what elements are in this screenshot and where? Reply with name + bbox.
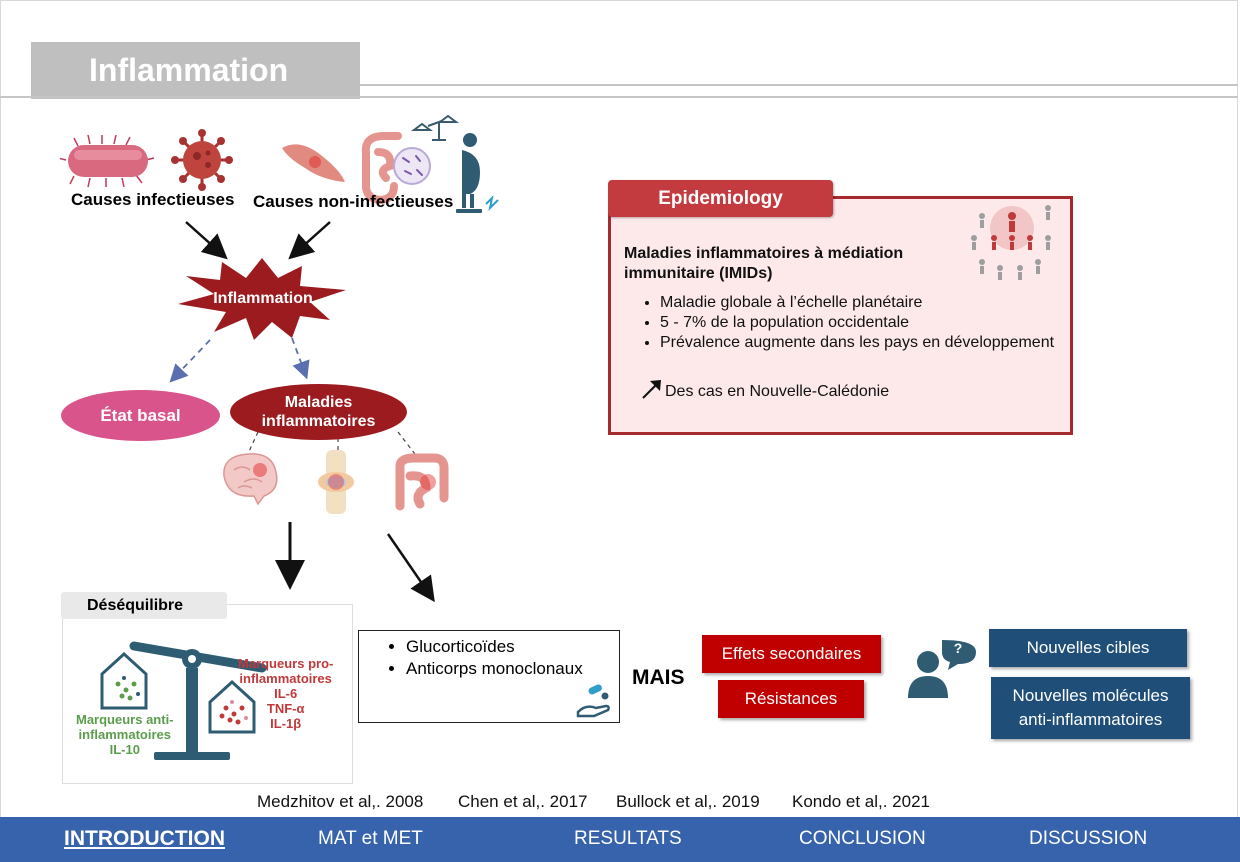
epidemiology-heading-line1: Maladies inflammatoires à médiation xyxy=(624,245,904,262)
flow-arrows xyxy=(169,221,435,603)
anti-title-line1: Marqueurs anti- xyxy=(76,712,174,727)
virus-icon xyxy=(171,129,233,191)
reference: Kondo et al,. 2021 xyxy=(792,792,931,811)
new-molecules-line2: anti-inflammatoires xyxy=(1018,710,1163,729)
person-question-icon xyxy=(908,640,976,698)
epidemiology-bullets: Maladie globale à l’échelle planétaire 5… xyxy=(638,293,1080,353)
question-mark: ? xyxy=(953,640,963,656)
epidemiology-bullet: 5 - 7% de la population occidentale xyxy=(660,313,1080,333)
epidemiology-bullet: Maladie globale à l’échelle planétaire xyxy=(660,293,1080,313)
arrow-to-treatments xyxy=(386,533,435,603)
inflammatory-diseases-ellipse: Maladies inflammatoires xyxy=(230,384,407,440)
treatments-list: Glucorticoïdes Anticorps monoclonaux xyxy=(386,636,583,680)
label-infectious-causes: Causes infectieuses xyxy=(71,190,235,209)
diseases-label-line2: inflammatoires xyxy=(261,413,376,430)
epidemiology-heading: Maladies inflammatoires à médiation immu… xyxy=(624,244,903,284)
muscle-icon xyxy=(282,144,345,182)
bacterium-icon xyxy=(60,134,155,188)
population-icon xyxy=(971,205,1051,280)
knee-joint-icon xyxy=(318,450,354,514)
treatment-item: Glucorticoïdes xyxy=(406,636,583,658)
pro-item: IL-6 xyxy=(274,686,298,701)
pro-item: IL-1β xyxy=(270,716,302,731)
colon-icon xyxy=(395,453,449,511)
nav-item-discussion[interactable]: DISCUSSION xyxy=(1029,828,1148,849)
pro-title-line1: Marqueurs pro- xyxy=(238,656,334,671)
but-label: MAIS xyxy=(632,666,685,689)
trend-up-arrow-icon xyxy=(642,380,661,399)
gut-bacteria-icon xyxy=(393,147,431,185)
epidemiology-bullet: Prévalence augmente dans les pays en dév… xyxy=(660,333,1080,353)
nav-item-resultats[interactable]: RESULTATS xyxy=(574,828,682,849)
causes-illustrations xyxy=(60,114,499,213)
new-molecules-line1: Nouvelles molécules xyxy=(1012,686,1169,705)
weight-alert-icon xyxy=(485,194,499,212)
treatment-item: Anticorps monoclonaux xyxy=(406,658,583,680)
epidemiology-heading-line2: immunitaire (IMIDs) xyxy=(624,265,773,282)
resistance-box: Résistances xyxy=(718,680,864,718)
inflammation-starburst xyxy=(178,258,346,340)
basal-state-ellipse: État basal xyxy=(61,390,220,441)
intestine-icon xyxy=(361,132,402,205)
medication-hand-icon xyxy=(576,684,610,718)
anti-item: IL-10 xyxy=(109,742,140,757)
basal-state-label: État basal xyxy=(100,405,181,425)
anti-title-line2: inflammatoires xyxy=(78,727,171,742)
arrow-to-diseases xyxy=(291,337,310,380)
inflammation-label: Inflammation xyxy=(213,290,313,307)
side-effects-box: Effets secondaires xyxy=(702,635,881,673)
treatments-panel xyxy=(358,630,620,723)
imbalance-tab: Déséquilibre xyxy=(61,592,227,619)
reference: Chen et al,. 2017 xyxy=(458,792,588,811)
reference: Bullock et al,. 2019 xyxy=(616,792,760,811)
arrow-to-basal-state xyxy=(169,339,211,383)
nav-item-conclusion[interactable]: CONCLUSION xyxy=(799,828,926,849)
diseases-label-line1: Maladies xyxy=(284,394,353,411)
epidemiology-tab: Epidemiology xyxy=(608,180,833,217)
label-non-infectious-causes: Causes non-infectieuses xyxy=(253,192,454,211)
pro-item: TNF-α xyxy=(266,701,305,716)
brain-icon xyxy=(223,453,278,506)
section-nav-bar xyxy=(0,817,1240,862)
slide-title: Inflammation xyxy=(31,42,360,99)
pro-inflammatory-markers: Marqueurs pro- inflammatoires IL-6 TNF-α… xyxy=(238,656,333,731)
title-rule-bottom xyxy=(0,96,1238,98)
organ-illustrations xyxy=(223,450,449,514)
arrow-noninfectious-to-inflammation xyxy=(288,221,331,260)
nav-item-mat-met[interactable]: MAT et MET xyxy=(318,828,423,849)
obesity-icon xyxy=(456,133,482,213)
anti-inflammatory-markers: Marqueurs anti- inflammatoires IL-10 xyxy=(76,712,174,757)
new-targets-box: Nouvelles cibles xyxy=(989,629,1187,667)
nav-item-introduction[interactable]: INTRODUCTION xyxy=(64,827,225,850)
trend-text: Des cas en Nouvelle-Calédonie xyxy=(665,383,890,400)
reference: Medzhitov et al,. 2008 xyxy=(257,792,424,811)
new-molecules-box: Nouvelles molécules anti-inflammatoires xyxy=(991,677,1190,739)
imbalance-scale-icon xyxy=(100,641,267,760)
pro-title-line2: inflammatoires xyxy=(239,671,332,686)
arrow-infectious-to-inflammation xyxy=(185,221,228,260)
balance-scale-icon xyxy=(411,114,459,141)
title-rule-top xyxy=(360,84,1238,86)
